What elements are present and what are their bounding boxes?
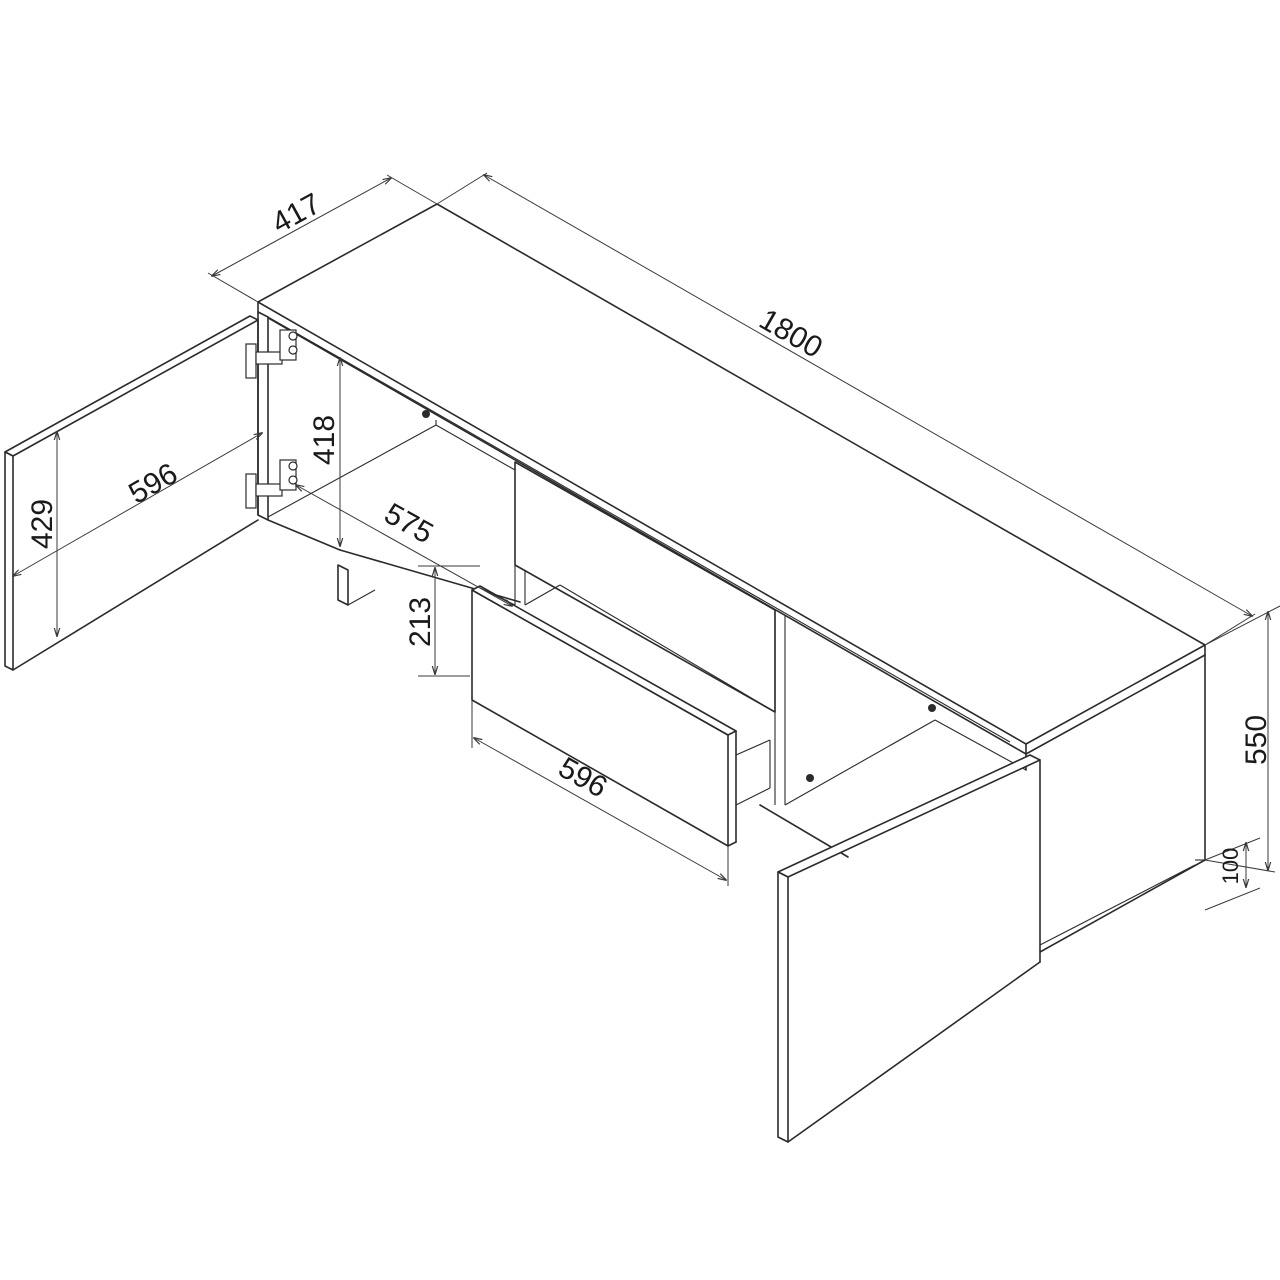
total-height-label: 550: [1240, 715, 1273, 765]
inner-height-label: 418: [308, 415, 341, 465]
inner-depth-label: 575: [379, 497, 439, 550]
screw-hole: [422, 410, 430, 418]
width-label: 1800: [754, 303, 828, 365]
door-width-label: 596: [123, 457, 183, 511]
screw-hole: [806, 774, 814, 782]
hinge-top: [245, 329, 298, 379]
depth-label: 417: [267, 187, 327, 240]
left-leg: [337, 564, 349, 606]
dimension-lines: [13, 172, 1280, 911]
screw-hole: [928, 704, 936, 712]
door-height-label: 429: [26, 499, 59, 549]
right-door: [777, 754, 1041, 1143]
cabinet-body: [257, 203, 1206, 953]
leg-height-label: 100: [1218, 848, 1243, 885]
hinge-bottom: [245, 459, 298, 509]
drawer-height-label: 213: [404, 597, 437, 647]
